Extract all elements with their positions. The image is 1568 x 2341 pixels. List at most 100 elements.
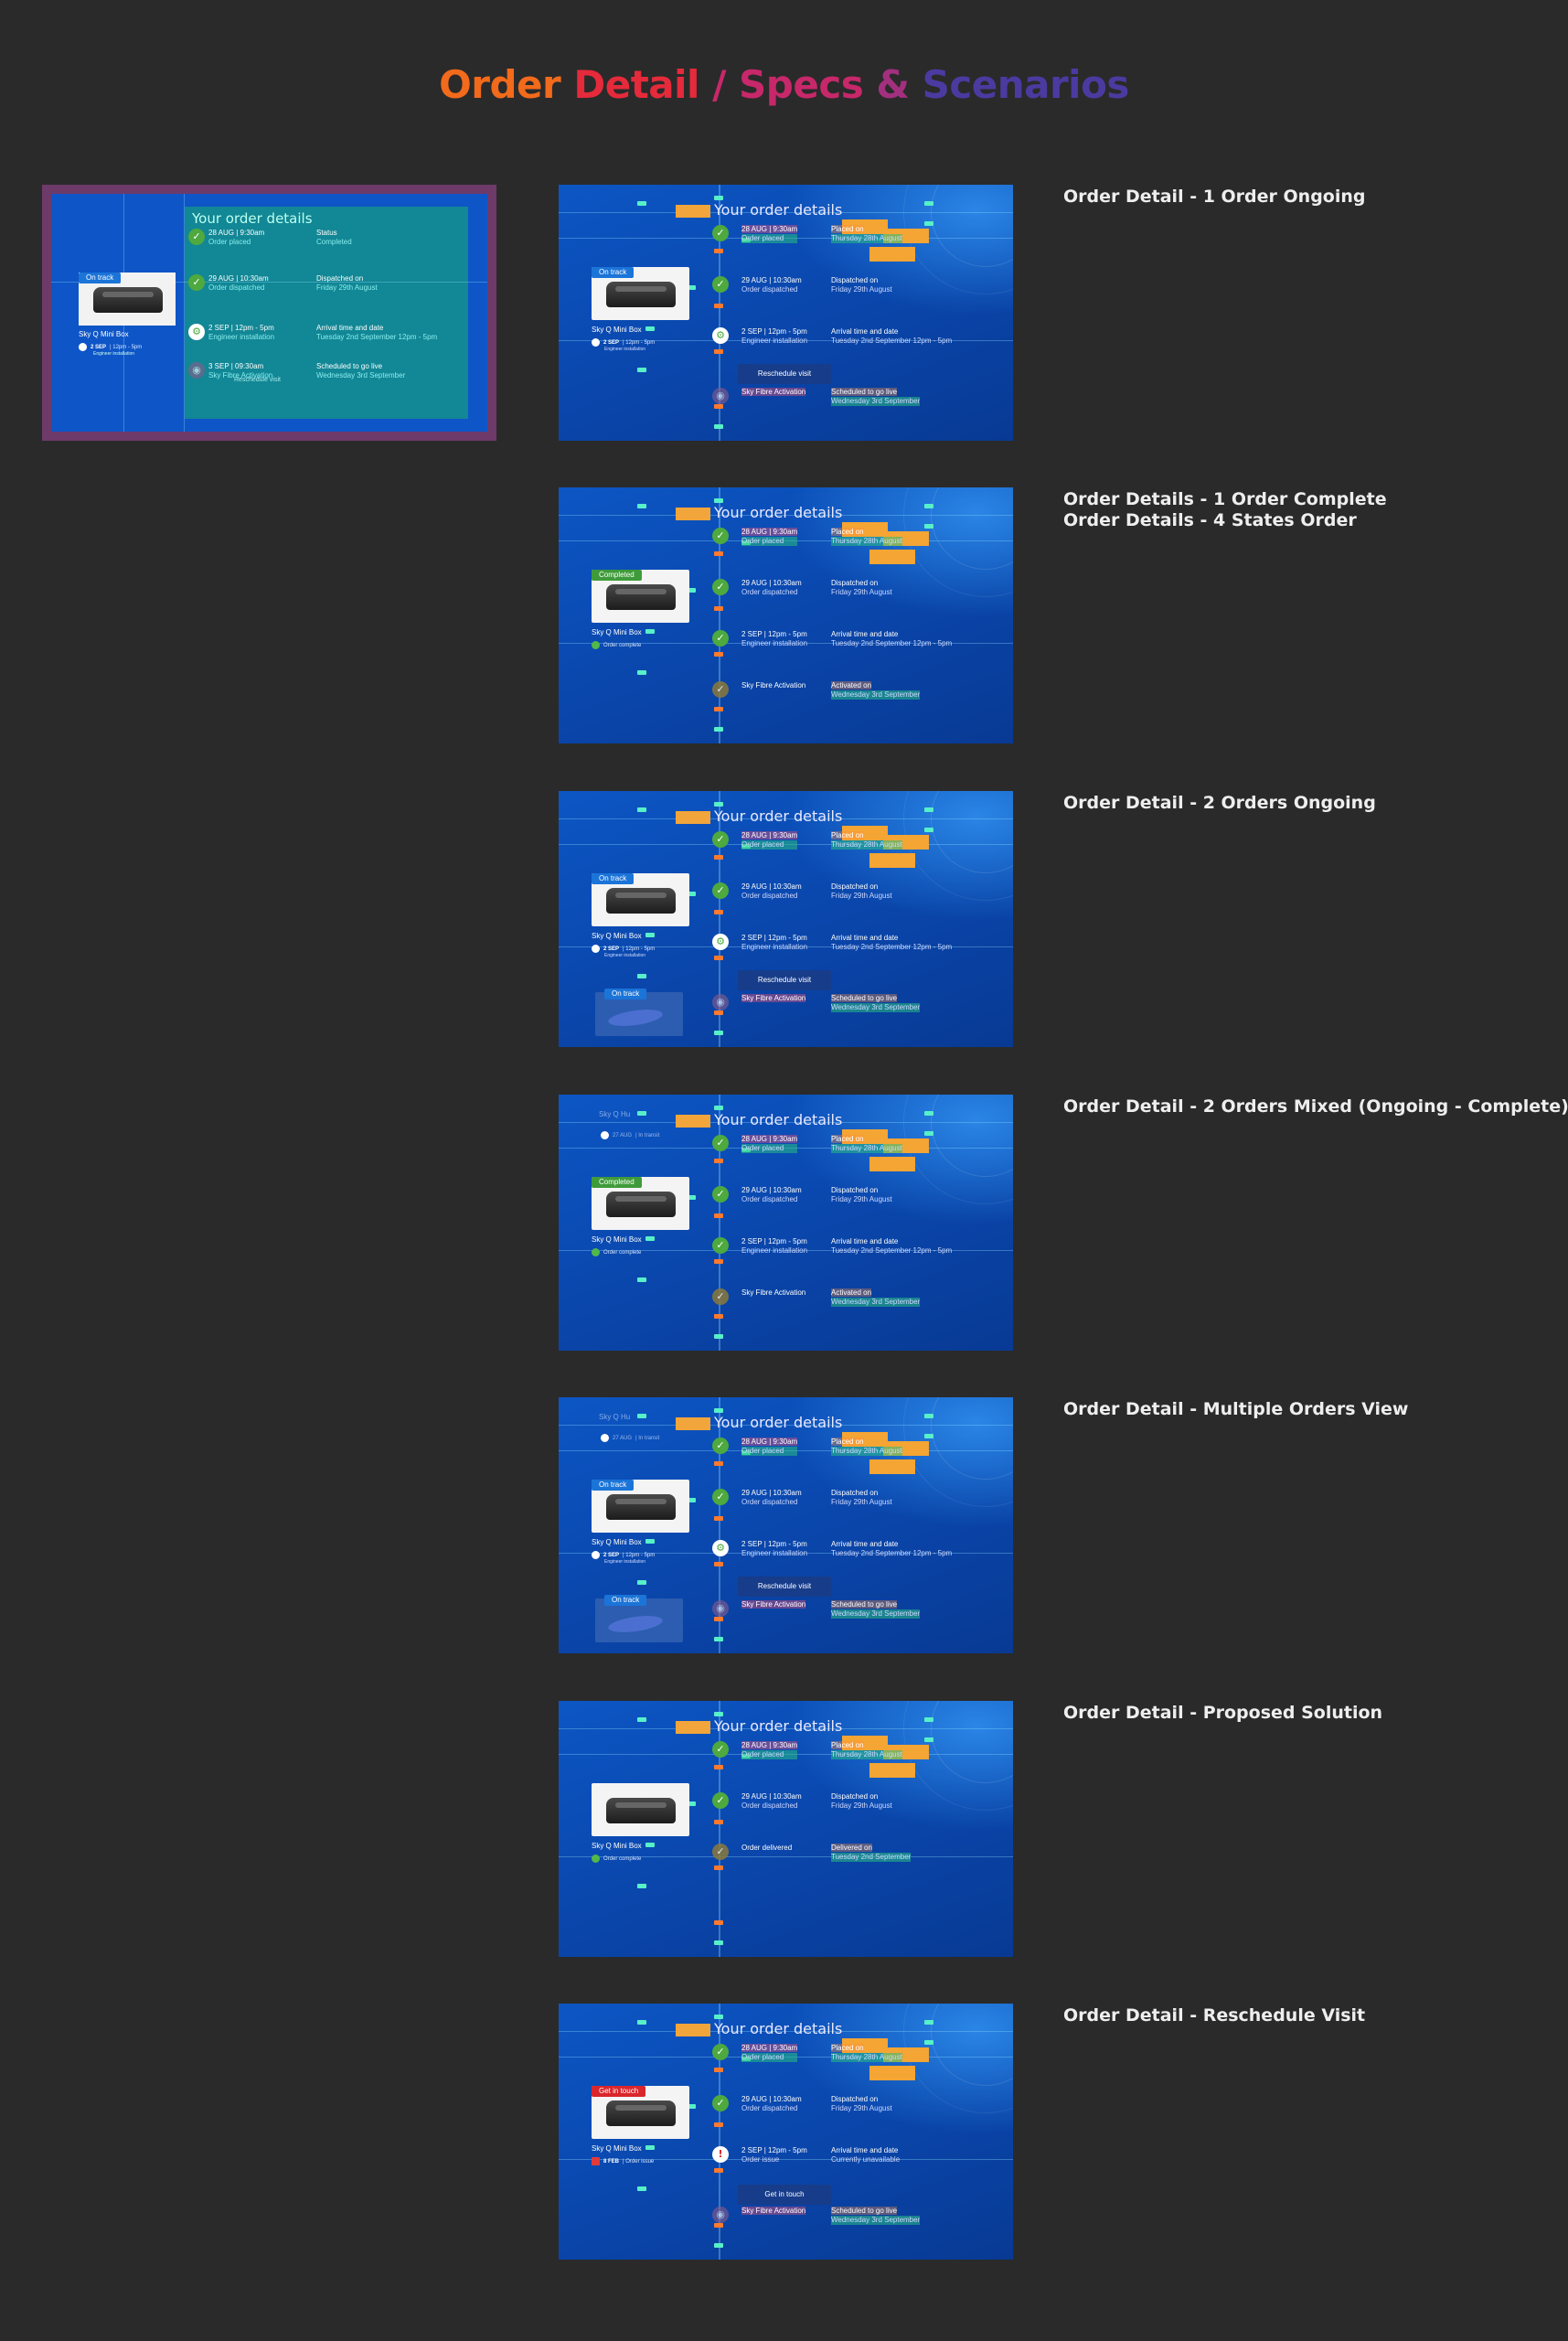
spacing-marker — [924, 1717, 933, 1722]
step-value: Tuesday 2nd September — [831, 1853, 912, 1862]
step-desc: Sky Fibre Activation — [208, 371, 273, 379]
spec-status-sub: Engineer installation — [93, 351, 135, 357]
step-label: Activated on — [831, 681, 872, 689]
step-desc: Engineer installation — [741, 1549, 808, 1557]
frame-title: Your order details — [714, 504, 843, 521]
step-label: Scheduled to go live — [831, 994, 898, 1002]
spacing-marker — [714, 2122, 723, 2127]
spec-note — [869, 550, 915, 564]
scenario-label: Order Detail - 2 Orders Mixed (Ongoing -… — [1063, 1096, 1568, 1117]
step-desc: Order dispatched — [741, 588, 798, 596]
ghost-date: 27 AUG — [613, 1435, 633, 1441]
product-status: 2 SEP| 12pm - 5pm — [592, 945, 655, 953]
order-status-badge: Completed — [592, 1177, 642, 1188]
status-icon: ✓ — [712, 276, 729, 293]
get-in-touch-button[interactable]: Get in touch — [738, 2185, 831, 2205]
step-desc: Order dispatched — [741, 1195, 798, 1203]
step-value: Friday 29th August — [316, 283, 378, 292]
reschedule-visit-button[interactable]: Reschedule visit — [738, 1577, 831, 1597]
status-icon: ✓ — [712, 528, 729, 544]
step-date: 29 AUG | 10:30am — [741, 1792, 802, 1801]
spacing-marker — [645, 2145, 655, 2150]
step-value: Wednesday 3rd September — [831, 2216, 921, 2225]
step-date: 29 AUG | 10:30am — [741, 1186, 802, 1194]
spacing-marker — [924, 1414, 933, 1418]
status-dot-icon — [592, 641, 600, 649]
status-icon: ✓ — [712, 831, 729, 848]
spacing-marker — [714, 1562, 723, 1566]
page-title: Order Detail / Specs & Scenarios — [0, 66, 1568, 104]
spacing-marker — [637, 1111, 646, 1116]
spacing-marker — [714, 1516, 723, 1521]
guide-line — [559, 340, 1013, 341]
step-value: Friday 29th August — [831, 892, 892, 900]
step-left: Sky Fibre Activation — [741, 2207, 806, 2216]
status-dot-icon — [592, 1855, 600, 1863]
status-icon: ◉ — [712, 994, 729, 1010]
step-desc: Order placed — [741, 2053, 798, 2062]
title-part: Order — [439, 62, 574, 107]
step-desc: Order dispatched — [741, 892, 798, 900]
guide-line — [559, 1553, 1013, 1554]
spacing-marker — [714, 196, 723, 200]
step-desc: Order placed — [741, 1447, 798, 1456]
status-icon: ⚙ — [712, 327, 729, 344]
status-icon: ✓ — [712, 1844, 729, 1860]
spacing-marker — [637, 368, 646, 372]
step-date: 29 AUG | 10:30am — [741, 276, 802, 284]
step-date: 2 SEP | 12pm - 5pm — [741, 630, 807, 638]
spacing-marker — [637, 974, 646, 978]
spec-note — [842, 1736, 888, 1750]
order-status-badge: On track — [592, 1480, 635, 1491]
scenario-label-line: Order Detail - Multiple Orders View — [1063, 1399, 1409, 1419]
status-sub: Engineer installation — [604, 953, 646, 958]
step-value: Friday 29th August — [831, 2104, 892, 2112]
spacing-marker — [637, 2186, 646, 2191]
spec-product-name: Sky Q Mini Box — [79, 330, 129, 338]
spacing-marker — [637, 1717, 646, 1722]
spacing-marker — [687, 1498, 696, 1502]
status-icon: ✓ — [712, 1237, 729, 1254]
transit-icon — [601, 1131, 609, 1139]
spec-note — [842, 2038, 888, 2053]
spacing-marker — [645, 1539, 655, 1544]
step-value: Tuesday 2nd September 12pm - 5pm — [831, 639, 953, 647]
step-label: Scheduled to go live — [831, 2207, 898, 2215]
step-value: Wednesday 3rd September — [831, 1298, 921, 1307]
reschedule-visit-button[interactable]: Reschedule visit — [738, 970, 831, 990]
step-value: Friday 29th August — [831, 1195, 892, 1203]
reschedule-visit-button[interactable]: Reschedule visit — [738, 364, 831, 384]
title-part: Scenarios — [922, 62, 1130, 107]
ghost-order-name: Sky Q Hu — [599, 1413, 631, 1421]
guide-line — [51, 282, 487, 283]
status-dot-icon — [592, 1551, 600, 1559]
product-status: 8 FEB| Order issue — [592, 2157, 654, 2165]
spacing-marker — [714, 551, 723, 556]
status-icon: ⚙ — [188, 324, 205, 340]
step-label: Delivered on — [831, 1844, 872, 1852]
spacing-marker — [687, 1801, 696, 1806]
status-text: | Order issue — [623, 2158, 655, 2165]
spacing-marker — [714, 1106, 723, 1110]
spec-cta: Reschedule visit — [234, 377, 281, 383]
spacing-marker — [714, 304, 723, 308]
scenario-label-line: Order Details - 4 States Order — [1063, 510, 1357, 530]
status-icon: ⚙ — [712, 934, 729, 950]
step-date: 28 AUG | 9:30am — [208, 229, 265, 237]
step-date: 2 SEP | 12pm - 5pm — [741, 1237, 807, 1245]
